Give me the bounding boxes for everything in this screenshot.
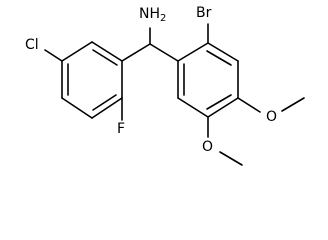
bromine-label: Br [196, 5, 212, 21]
left-ring [61, 41, 123, 119]
chlorine-label: Cl [25, 37, 39, 53]
oxygen-top-label: O [266, 109, 277, 125]
bond-cl [44, 49, 63, 62]
bond-c-left-ring [121, 43, 151, 62]
bond-ome-top [281, 97, 305, 112]
bond-ome-bottom [219, 151, 243, 166]
amine-label: NH2 [139, 6, 166, 24]
oxygen-bottom-label: O [202, 139, 213, 155]
molecule-svg: NH2 Br Cl F O O [25, 5, 305, 166]
right-ring [177, 42, 239, 118]
molecule-diagram: NH2 Br Cl F O O [25, 5, 305, 166]
bond-c-right-ring [149, 43, 179, 62]
fluorine-label: F [117, 121, 125, 137]
bond-o-top [237, 97, 261, 113]
